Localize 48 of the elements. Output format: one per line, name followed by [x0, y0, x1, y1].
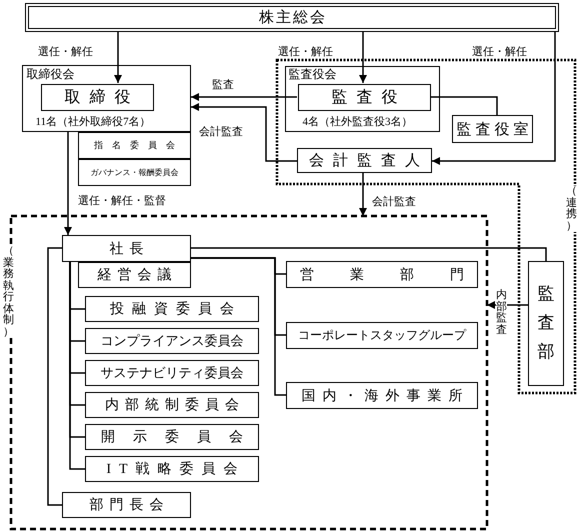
- arrow: [191, 93, 297, 101]
- board-group-box: [22, 65, 191, 132]
- committee-box: 内部統制委員会: [85, 392, 259, 418]
- president-box: 社長: [62, 235, 191, 262]
- office-box: 監査役室: [452, 115, 533, 143]
- auditor-box: 監査役: [298, 84, 431, 111]
- council-box: 部門長会: [62, 492, 191, 518]
- connector-line: [47, 247, 62, 506]
- committee-box: サステナビリティ委員会: [85, 360, 259, 386]
- committee-box: IT戦略委員会: [85, 456, 259, 482]
- edge-label: 選任・解任・監督: [78, 196, 166, 207]
- council-box: 経営会議: [78, 262, 191, 288]
- edge-label: 選任・解任: [472, 47, 527, 58]
- auditor-group-box: [285, 66, 440, 132]
- arrow: [114, 32, 122, 83]
- arrow: [191, 103, 297, 162]
- arrow: [432, 32, 556, 165]
- member-count-text: 11名（社外取締役7名）: [36, 116, 151, 128]
- edge-label: 会計監査: [372, 197, 416, 208]
- division-box: コーポレートスタッフグループ: [286, 322, 478, 349]
- edge-label: 選任・解任: [278, 47, 333, 58]
- committee-box: コンプライアンス委員会: [85, 328, 259, 354]
- edge-label: 内部監査: [496, 290, 507, 336]
- connector-line: [191, 247, 547, 261]
- heading-text: 取締役会: [26, 68, 74, 80]
- division-box: 営業部門: [286, 261, 478, 288]
- heading-text: 監査役会: [288, 68, 336, 80]
- connector-line: [69, 262, 85, 470]
- committee-box: 開示委員会: [85, 424, 259, 450]
- edge-label: 会計監査: [199, 127, 243, 138]
- meeting-box: 株主総会: [25, 3, 559, 32]
- connector-line: [191, 257, 286, 396]
- board-box: 取締役: [41, 84, 154, 111]
- edge-label: 監査: [212, 80, 234, 91]
- arrow: [359, 32, 367, 83]
- committee-box: 指名委員会: [78, 132, 191, 159]
- member-count-text: 4名（社外監査役3名）: [302, 116, 412, 128]
- vertical-label: （業務執行体制）: [3, 246, 14, 338]
- audit-dept-box: 監査部: [528, 261, 564, 386]
- committee-box: ガバナンス・報酬委員会: [78, 159, 191, 186]
- division-box: 国内・海外事業所: [286, 382, 478, 409]
- arrow: [64, 132, 72, 235]
- vertical-label: （連携）: [566, 186, 577, 232]
- edge-label: 選任・解任: [38, 47, 93, 58]
- accounting-auditor-box: 会計監査人: [297, 148, 432, 173]
- arrow: [359, 173, 367, 216]
- connector-line: [430, 96, 498, 115]
- committee-box: 投融資委員会: [85, 296, 259, 322]
